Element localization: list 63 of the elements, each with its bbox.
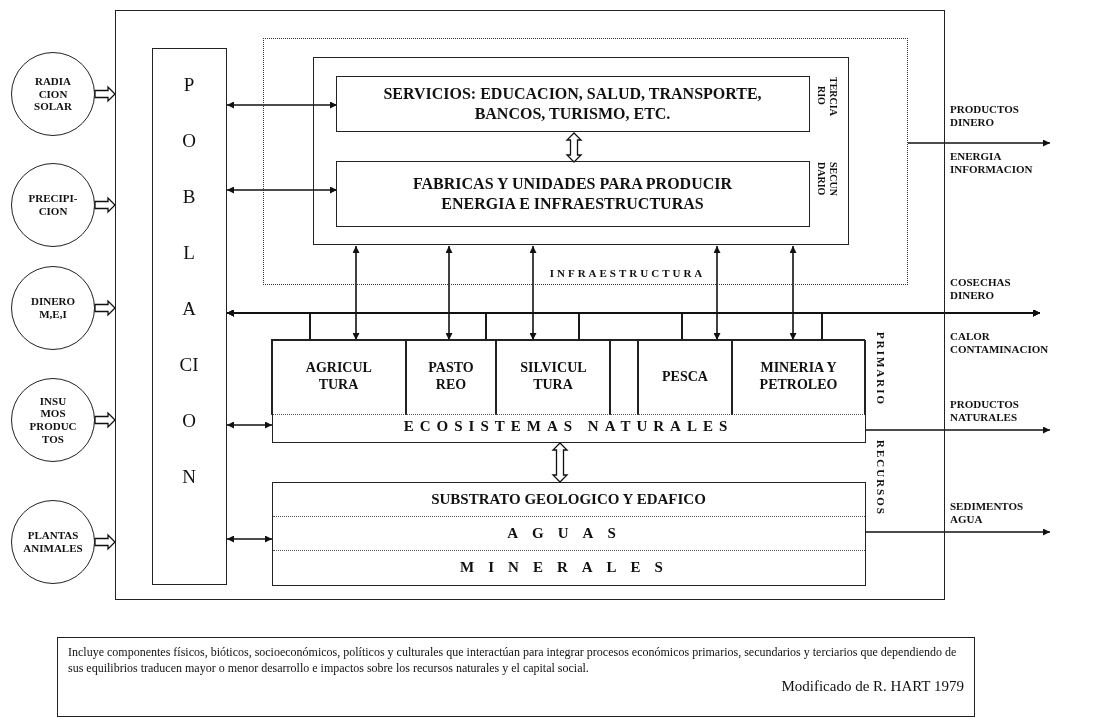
arrow <box>907 139 1051 147</box>
activity-box <box>732 339 865 415</box>
ecosystem-box <box>271 339 866 443</box>
sector-label: SECUN DARIO <box>815 161 839 196</box>
box-label: FABRICAS Y UNIDADES PARA PRODUCIR ENERGIA E INFRAESTRUCTURAS <box>411 174 734 213</box>
arrow <box>226 535 273 543</box>
frame-label: INFRAESTRUCTURA <box>548 266 707 279</box>
activity-box <box>638 339 732 415</box>
circle-label: RADIA CION SOLAR <box>34 75 72 113</box>
vertical-label: PRIMARIO <box>874 332 887 407</box>
vertical-label: POBLACION <box>179 72 199 489</box>
sector-label: TERCIA RIO <box>815 76 839 115</box>
box-label: PASTO REO <box>428 360 474 394</box>
arrow <box>821 309 1041 341</box>
box-label: AGRICUL TURA <box>305 360 372 394</box>
arrow <box>529 245 537 341</box>
flow-label: ENERGIA INFORMACION <box>950 150 1033 176</box>
sector-box <box>313 57 849 245</box>
flow-label: COSECHAS DINERO <box>950 276 1011 302</box>
activity-box <box>271 339 406 415</box>
flow-label: PRODUCTOS DINERO <box>950 103 1019 129</box>
circle-label: PLANTAS ANIMALES <box>23 529 83 555</box>
infrastructure-frame <box>262 37 908 285</box>
vertical-label: RECURSOS <box>874 440 887 516</box>
hollow-arrow <box>565 132 583 163</box>
arrow <box>865 528 1051 536</box>
circle-label: INSU MOS PRODUC TOS <box>29 394 77 446</box>
hollow-arrow <box>94 85 116 103</box>
box-label: SILVICUL TURA <box>520 360 586 394</box>
box-label: ECOSISTEMAS NATURALES <box>402 417 735 435</box>
hollow-arrow <box>94 411 116 429</box>
arrow <box>445 245 453 341</box>
arrow <box>226 101 338 109</box>
hollow-arrow <box>551 442 569 483</box>
circle-label: DINERO M,E,I <box>31 295 75 321</box>
population-column <box>151 47 227 585</box>
note-text: Incluye componentes físicos, bióticos, socioeconómicos, políticos y culturales que interactúan para integrar procesos económicos primarios, secundarios y terciarios que dependiendo de sus equilibrios traducen mayor o menor desarrollo e impactos sobre los recursos naturales y el capital social. <box>68 644 958 677</box>
arrow <box>352 245 360 341</box>
activity-box <box>610 339 638 415</box>
layer-label: MINERALES <box>459 558 678 578</box>
arrow <box>226 421 273 429</box>
box-label: SERVICIOS: EDUCACION, SALUD, TRANSPORTE, BANCOS, TURISMO, ETC. <box>382 84 763 123</box>
arrow <box>789 245 797 341</box>
arrow <box>713 245 721 341</box>
note-box <box>57 637 975 717</box>
circle-label: PRECIPI- CION <box>28 192 78 218</box>
hollow-arrow <box>94 533 116 551</box>
layer-label: SUBSTRATO GEOLOGICO Y EDAFICO <box>272 482 865 517</box>
system-frame <box>115 10 945 600</box>
hollow-arrow <box>94 196 116 214</box>
flow-label: CALOR CONTAMINACION <box>950 330 1049 356</box>
activity-box <box>406 339 496 415</box>
box-label: PESCA <box>662 368 708 386</box>
activity-box <box>496 339 610 415</box>
substrate-box <box>271 481 866 586</box>
arrow <box>865 426 1051 434</box>
flow-label: SEDIMENTOS AGUA <box>950 500 1024 526</box>
hollow-arrow <box>94 299 116 317</box>
arrow <box>226 186 338 194</box>
layer-label: AGUAS <box>272 516 865 552</box>
source-credit: Modificado de R. HART 1979 <box>781 678 964 696</box>
box-label: MINERIA Y PETROLEO <box>759 360 838 394</box>
flow-label: PRODUCTOS NATURALES <box>950 398 1019 424</box>
